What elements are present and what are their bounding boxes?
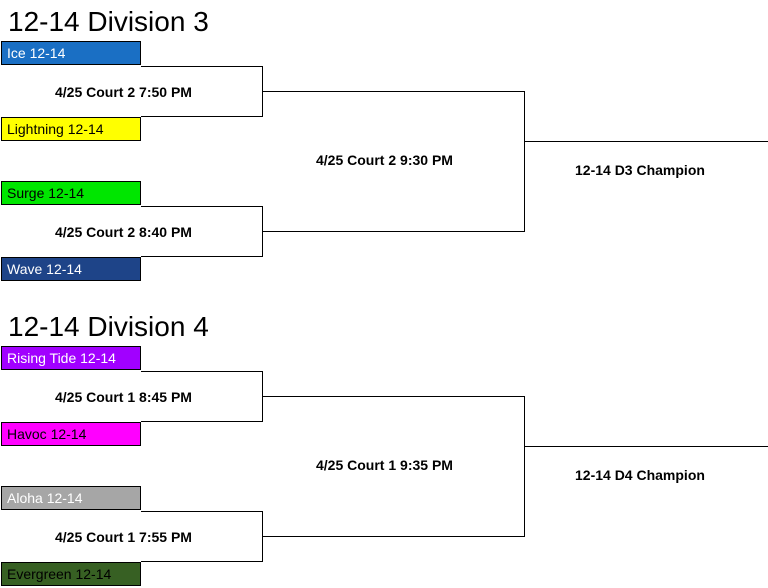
bracket-line xyxy=(524,141,768,142)
team-slot: Rising Tide 12-14 xyxy=(1,346,141,370)
game-label: 4/25 Court 2 8:40 PM xyxy=(55,224,192,240)
champion-label: 12-14 D4 Champion xyxy=(575,467,705,483)
bracket-line xyxy=(262,396,525,397)
bracket-line xyxy=(141,561,263,562)
team-slot: Surge 12-14 xyxy=(1,181,141,205)
champion-label: 12-14 D3 Champion xyxy=(575,162,705,178)
team-slot: Evergreen 12-14 xyxy=(1,562,141,586)
bracket-line xyxy=(141,66,263,67)
bracket-line xyxy=(141,206,263,207)
bracket-line xyxy=(524,91,525,232)
bracket-line xyxy=(524,446,768,447)
team-slot: Havoc 12-14 xyxy=(1,422,141,446)
team-slot: Lightning 12-14 xyxy=(1,117,141,141)
bracket-line xyxy=(262,91,525,92)
bracket-line xyxy=(141,421,263,422)
bracket-line xyxy=(141,256,263,257)
bracket-line xyxy=(141,116,263,117)
team-slot: Ice 12-14 xyxy=(1,41,141,65)
team-slot: Aloha 12-14 xyxy=(1,486,141,510)
game-label: 4/25 Court 2 7:50 PM xyxy=(55,84,192,100)
bracket-line xyxy=(141,511,263,512)
game-label: 4/25 Court 1 7:55 PM xyxy=(55,529,192,545)
bracket-line xyxy=(141,371,263,372)
game-label: 4/25 Court 1 8:45 PM xyxy=(55,389,192,405)
final-game-label: 4/25 Court 1 9:35 PM xyxy=(316,457,453,473)
bracket-line xyxy=(262,536,525,537)
final-game-label: 4/25 Court 2 9:30 PM xyxy=(316,152,453,168)
bracket-line xyxy=(262,231,525,232)
bracket-line xyxy=(524,396,525,537)
bracket-title: 12-14 Division 3 xyxy=(8,6,209,37)
bracket-title: 12-14 Division 4 xyxy=(8,311,209,342)
team-slot: Wave 12-14 xyxy=(1,257,141,281)
